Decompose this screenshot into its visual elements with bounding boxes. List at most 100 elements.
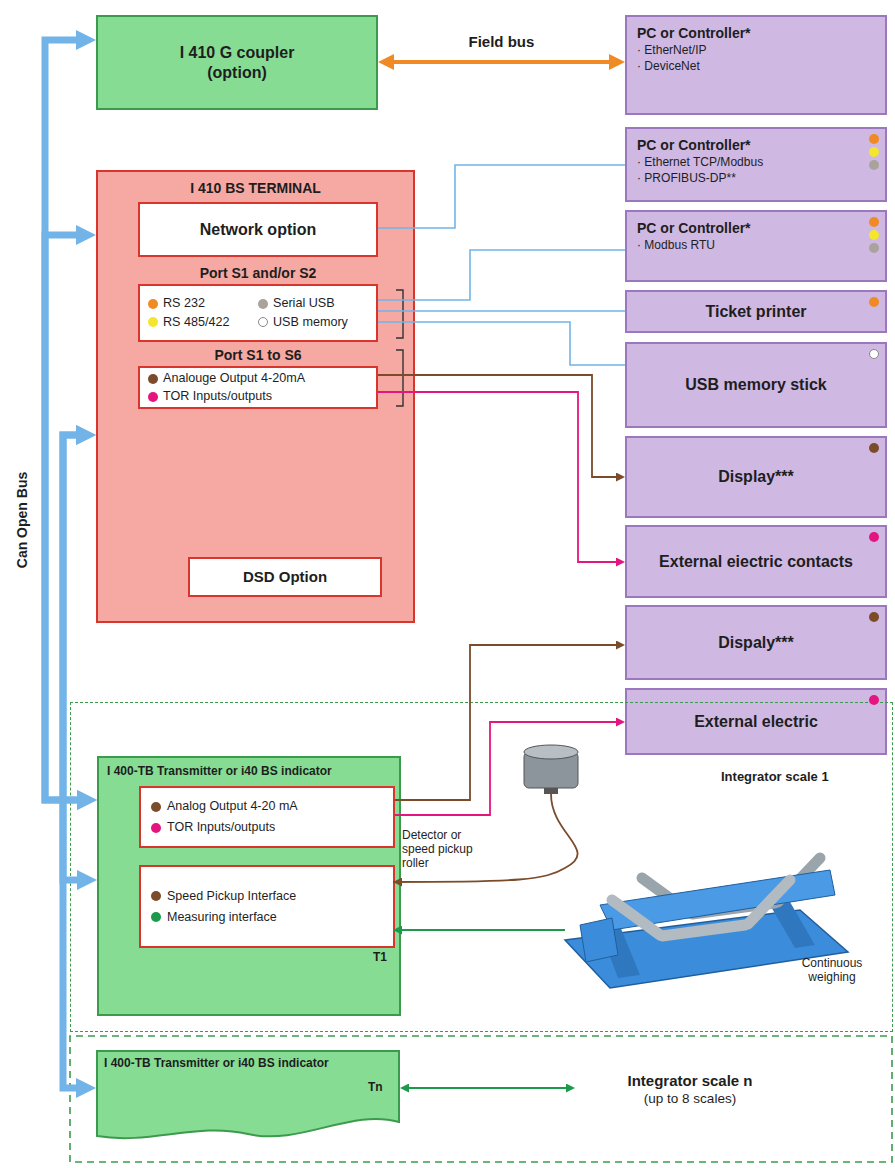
annotation-label: Continuous weighing (782, 956, 882, 984)
node-box: I 400-TB Transmitter or i40 BS indicator… (97, 756, 401, 1016)
color-dot (869, 695, 879, 705)
color-dot (869, 349, 879, 359)
item-label: Analouge Output 4-20mA (163, 371, 305, 386)
color-dot (151, 891, 161, 901)
node-box: Port S1 to S6 Analouge Output 4-20mA TOR I… (138, 346, 378, 408)
bullet-item: · EtherNet/IP (637, 43, 707, 59)
connector (378, 165, 625, 228)
connector (378, 375, 621, 477)
box-label: I 400-TB Transmitter or i40 BS indicator (96, 1050, 400, 1070)
color-dot (148, 299, 158, 309)
color-dot (869, 160, 879, 170)
item-label: RS 485/422 (163, 315, 230, 330)
item-label: TOR Inputs/outputs (167, 820, 275, 835)
node-box: PC or Controller*· Modbus RTU (625, 210, 887, 282)
color-dot (869, 532, 879, 542)
box-label: USB memory stick (685, 375, 826, 394)
color-dot (151, 802, 161, 812)
bullet-item: · Modbus RTU (637, 238, 715, 254)
terminal-tag: Tn (368, 1080, 383, 1094)
speed-sensor (524, 745, 578, 794)
item-label: Analog Output 4-20 mA (167, 799, 298, 814)
item-label: Serial USB (273, 296, 335, 311)
item-row: RS 485/422 (148, 315, 258, 330)
item-label: USB memory (273, 315, 348, 330)
node-box: Display*** (625, 436, 887, 518)
color-dot (869, 217, 879, 227)
edge-label: Field bus (466, 33, 538, 50)
box-label: I 410 BS TERMINAL (98, 172, 413, 197)
item-row: Serial USB (258, 296, 368, 311)
box-label: Network option (200, 220, 316, 239)
box-label: PC or Controller* (637, 24, 751, 43)
scale-label: Integrator scale n (627, 1072, 752, 1091)
measure-line (393, 929, 565, 931)
port-box: Analouge Output 4-20mA TOR Inputs/outputs (138, 366, 378, 409)
color-dot (148, 317, 158, 327)
node-box: External electric (625, 688, 887, 755)
color-dot (148, 374, 158, 384)
connector (395, 722, 621, 815)
annotation-label: Can Open Bus (14, 472, 30, 568)
item-row: TOR Inputs/outputs (148, 389, 368, 404)
box-label: PC or Controller* (637, 136, 751, 155)
connector (378, 322, 625, 365)
node-box: USB memory stick (625, 342, 887, 428)
item-label: TOR Inputs/outputs (163, 389, 272, 404)
port-heading: Port S1 to S6 (138, 346, 378, 364)
item-row: Analouge Output 4-20mA (148, 371, 368, 386)
box-label: Display*** (718, 467, 794, 486)
color-dot (869, 134, 879, 144)
color-dot (258, 299, 268, 309)
box-label: I 410 G coupler (option) (152, 43, 322, 81)
bullet-item: · PROFIBUS-DP** (637, 171, 736, 187)
node-box: Ticket printer (625, 290, 887, 333)
color-dot (869, 230, 879, 240)
bracket (396, 290, 403, 406)
node-box: PC or Controller*· Ethernet TCP/Modbus· … (625, 127, 887, 202)
color-dot (151, 912, 161, 922)
node-box: Dispaly*** (625, 605, 887, 680)
color-dot (151, 823, 161, 833)
node-box: I 410 G coupler (option) (96, 15, 378, 110)
connector (386, 60, 617, 64)
item-row: Analog Output 4-20 mA (151, 799, 383, 814)
node-box: DSD Option (188, 557, 382, 597)
box-label: PC or Controller* (637, 219, 751, 238)
bullet-item: · Ethernet TCP/Modbus (637, 155, 763, 171)
annotation-label: Detector or speed pickup roller (402, 828, 497, 870)
connector (378, 310, 625, 312)
item-label: RS 232 (163, 296, 205, 311)
color-dot (869, 147, 879, 157)
port-heading: Port S1 and/or S2 (138, 264, 378, 282)
box-label: External electric (694, 712, 818, 731)
node-box: PC or Controller*· EtherNet/IP· DeviceNe… (625, 15, 887, 115)
item-row: RS 232 (148, 296, 258, 311)
node-box: Speed Pickup InterfaceMeasuring interfac… (139, 865, 395, 948)
connector (378, 250, 625, 300)
bullet-item: · DeviceNet (637, 59, 700, 75)
dashed-region (70, 1036, 892, 1162)
box-label: Dispaly*** (718, 633, 794, 652)
node-box: Analog Output 4-20 mA TOR Inputs/outputs (139, 786, 395, 848)
node-box: External eiectric contacts (625, 525, 887, 598)
connector (63, 435, 87, 880)
sensor-cable (393, 794, 578, 882)
connector (378, 392, 621, 562)
node-box: Port S1 and/or S2 RS 232 Serial USB RS 485/… (138, 264, 378, 342)
color-dot (869, 297, 879, 307)
node-box: I 410 BS TERMINAL Network optionPort S1 a… (96, 170, 415, 623)
item-row: Speed Pickup Interface (151, 889, 383, 904)
connector (63, 435, 86, 1088)
box-label: I 400-TB Transmitter or i40 BS indicator (99, 758, 399, 778)
item-row: Measuring interface (151, 910, 383, 925)
box-label: DSD Option (243, 568, 327, 586)
connector (45, 235, 87, 800)
belt-scale (565, 858, 848, 988)
color-dot (869, 443, 879, 453)
scale-label: (up to 8 scales) (644, 1091, 736, 1108)
terminal-tag: T1 (373, 950, 387, 964)
port-box: RS 232 Serial USB RS 485/422 USB memory (138, 284, 378, 342)
